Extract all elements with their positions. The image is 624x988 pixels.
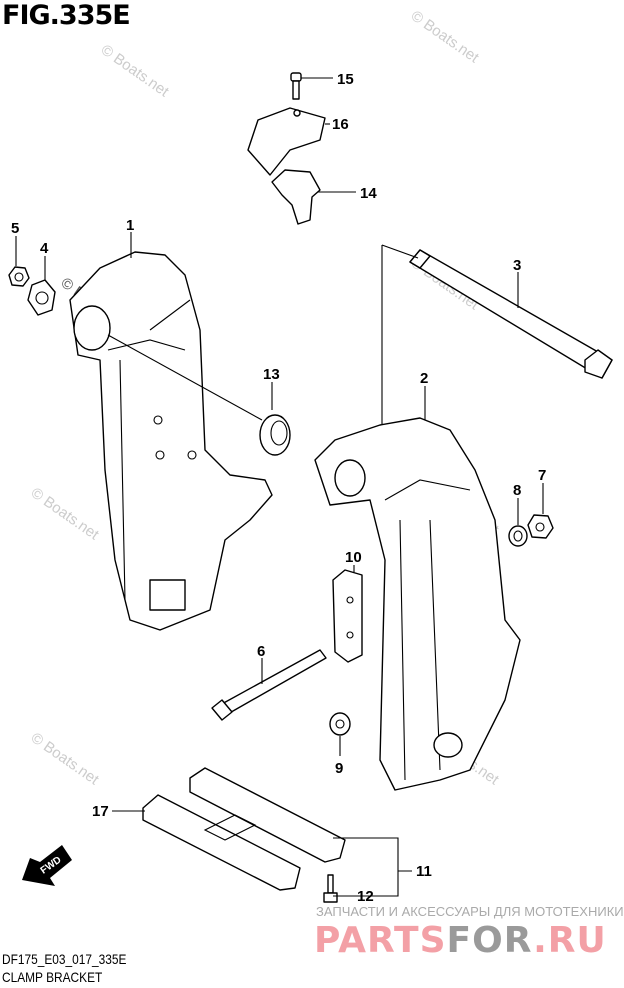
callout-10: 10 [345, 549, 362, 566]
callout-14: 14 [360, 185, 377, 202]
callout-5: 5 [11, 220, 19, 237]
callout-8: 8 [513, 482, 521, 499]
watermark: © Boats.net [28, 484, 103, 543]
part-17-pad[interactable] [112, 794, 301, 891]
watermark: © Boats.net [28, 729, 103, 788]
callout-4: 4 [40, 240, 49, 257]
callout-7: 7 [538, 467, 546, 484]
part-8-washer[interactable] [508, 498, 528, 547]
watermark: © Boats.net [408, 7, 483, 66]
figure-name: CLAMP BRACKET [2, 969, 103, 985]
callout-2: 2 [420, 370, 428, 387]
ru-tagline: ЗАПЧАСТИ И АКСЕССУАРЫ ДЛЯ МОТОТЕХНИКИ [316, 904, 624, 919]
part-3-tilt-tube[interactable] [409, 249, 613, 379]
callout-17: 17 [92, 803, 109, 820]
part-6-bolt[interactable] [211, 649, 327, 721]
callout-16: 16 [332, 116, 349, 133]
part-9-washer[interactable] [329, 712, 351, 756]
fwd-arrow-icon: FWD [22, 845, 72, 886]
callout-3: 3 [513, 257, 521, 274]
part-12-bolt[interactable] [323, 874, 338, 903]
part-1-clamp-bracket-left[interactable] [69, 232, 273, 631]
part-16-cover[interactable] [247, 107, 330, 176]
part-5-nut[interactable] [8, 236, 30, 287]
callout-11: 11 [416, 863, 432, 880]
part-7-nut[interactable] [527, 483, 554, 539]
callout-bracket-11 [333, 837, 412, 897]
part-15-bolt[interactable] [290, 72, 333, 100]
callout-12: 12 [357, 888, 374, 905]
figure-code: DF175_E03_017_335E [2, 951, 127, 967]
watermark: © Boats.net [98, 41, 173, 100]
part-13-bushing[interactable] [259, 382, 291, 456]
callout-6: 6 [257, 643, 265, 660]
part-11-pad[interactable] [189, 767, 346, 863]
callout-9: 9 [335, 760, 343, 777]
figure-title: FIG.335E [2, 0, 131, 31]
part-14-plate[interactable] [271, 169, 356, 225]
part-2-clamp-bracket-right[interactable] [314, 386, 521, 791]
part-4-washer[interactable] [27, 256, 56, 316]
callout-1: 1 [126, 217, 134, 234]
callout-numbers: 15 16 14 5 4 1 3 13 2 7 8 10 6 9 17 11 1… [11, 71, 546, 905]
svg-text:PARTSFOR.RU: PARTSFOR.RU [314, 920, 607, 961]
partsfor-logo: ЗАПЧАСТИ И АКСЕССУАРЫ ДЛЯ МОТОТЕХНИКИ PA… [314, 904, 624, 961]
callout-13: 13 [263, 366, 280, 383]
callout-15: 15 [337, 71, 354, 88]
alignment-line [381, 244, 419, 259]
part-10-plate[interactable] [332, 565, 363, 663]
